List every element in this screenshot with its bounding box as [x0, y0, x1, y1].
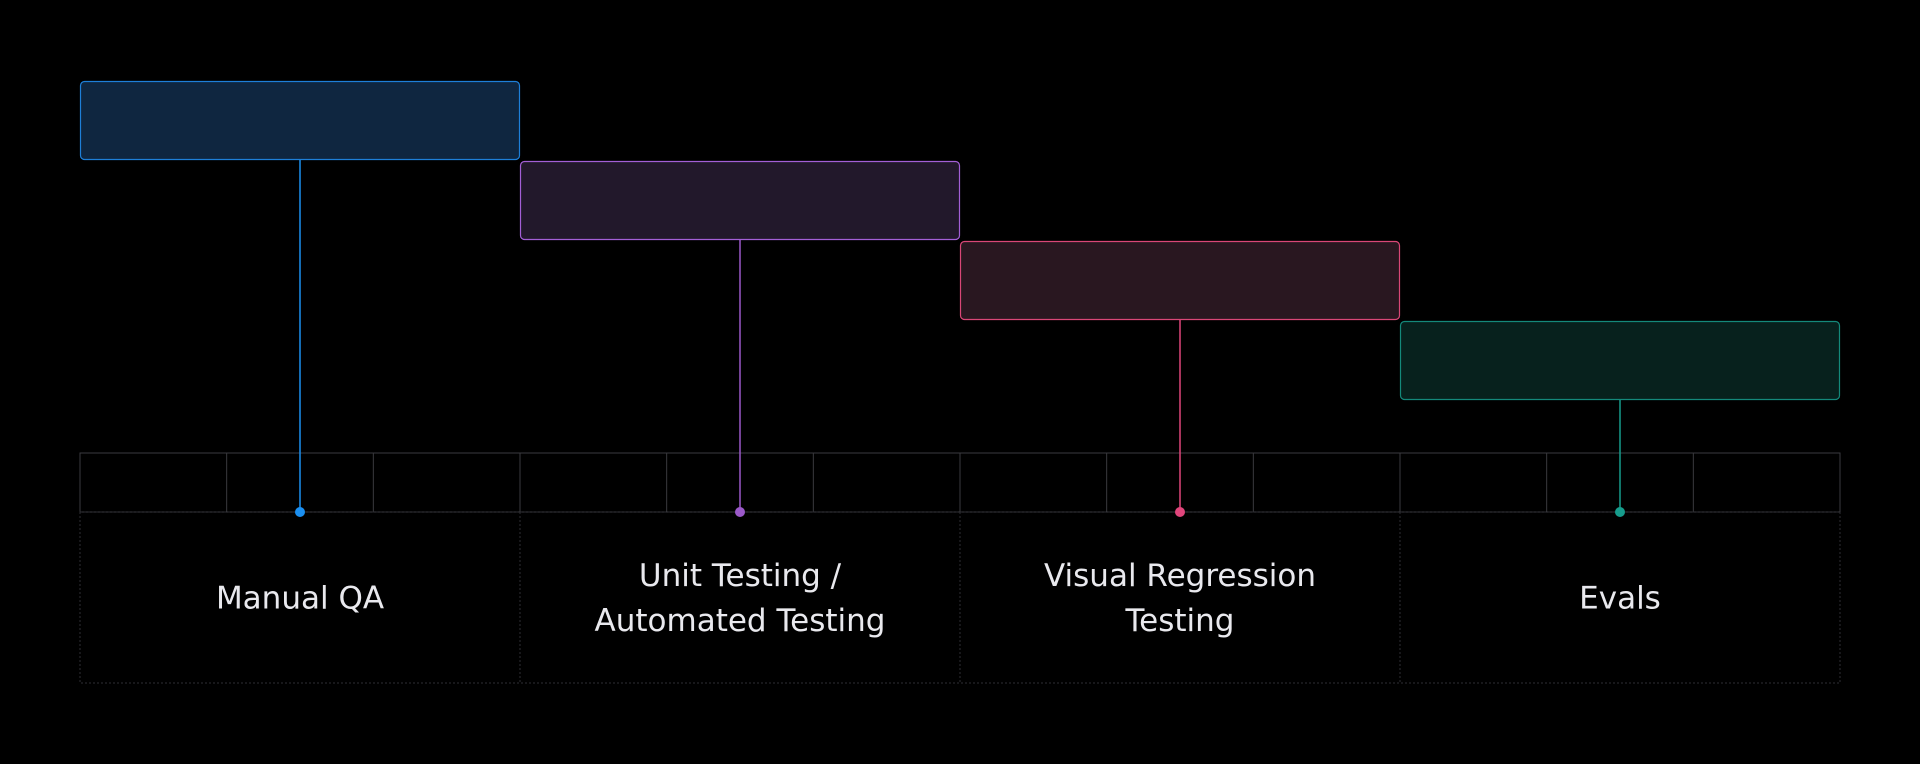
stage-label: Manual QA: [216, 581, 384, 617]
stage-label-line: Unit Testing /: [639, 558, 842, 594]
stage-dot: [735, 507, 745, 517]
stage-boxes: [79, 80, 1841, 401]
stage-dot: [295, 507, 305, 517]
stage-dot: [1615, 507, 1625, 517]
timeline-grid: [79, 452, 1841, 684]
connectors: [295, 159, 1625, 517]
stage-box: [959, 240, 1401, 321]
stage-label: Evals: [1579, 581, 1661, 617]
stage-box: [519, 160, 961, 241]
stage-label-line: Automated Testing: [595, 603, 886, 639]
stage-dot: [1175, 507, 1185, 517]
stage-label-line: Visual Regression: [1044, 558, 1316, 594]
stage-label-line: Manual QA: [216, 581, 384, 617]
stage-label-line: Testing: [1125, 603, 1235, 639]
stage-box: [79, 80, 521, 161]
stage-label: Unit Testing / Automated Testing: [595, 558, 886, 639]
stage-box: [1399, 320, 1841, 401]
stage-labels: Manual QA Unit Testing / Automated Testing…: [216, 558, 1661, 639]
stage-label-line: Evals: [1579, 581, 1661, 617]
